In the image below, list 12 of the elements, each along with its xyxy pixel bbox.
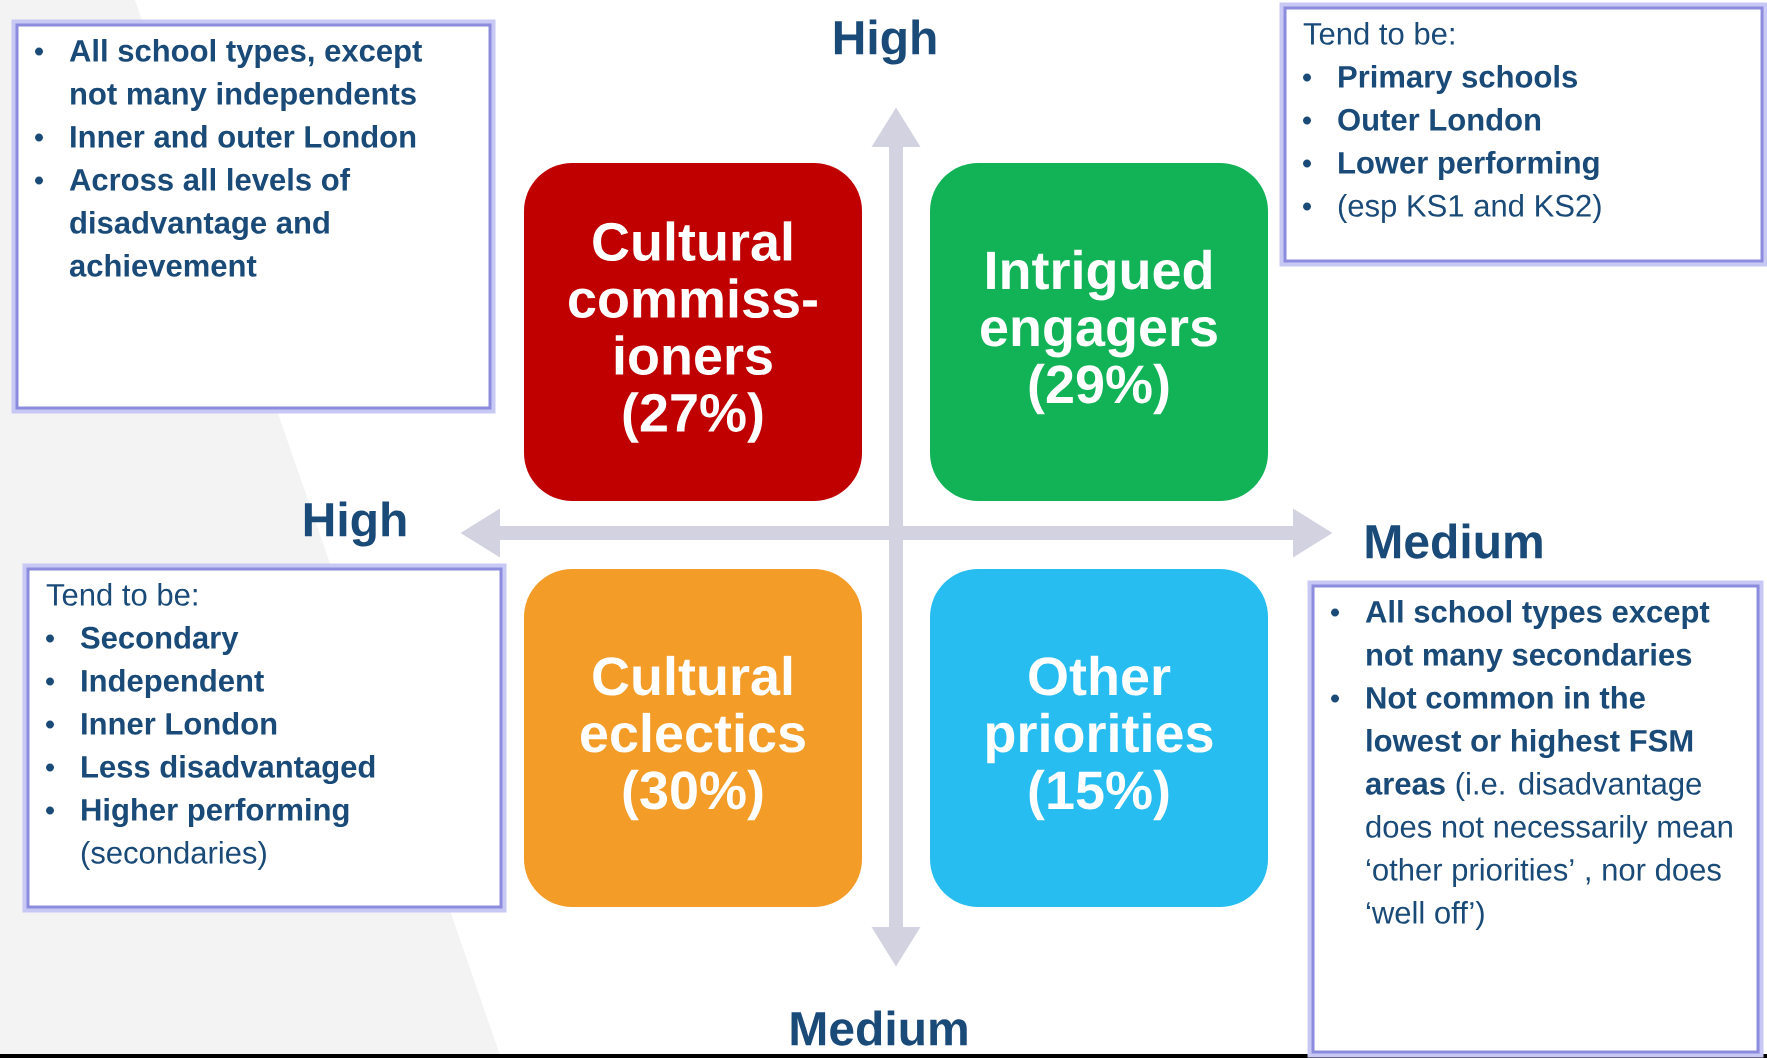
quadrant-box: Intrigued engagers (29%) xyxy=(930,163,1268,501)
quadrant-box: Cultural eclectics (30%) xyxy=(524,569,862,907)
axis-label: High xyxy=(304,501,406,547)
callout-box: Tend to be: Secondary Independent Inner London Less disadvantaged Higher performing (secondaries) xyxy=(22,563,507,913)
quadrant-box: Cultural commiss- ioners (27%) xyxy=(524,163,862,501)
axis-label: High xyxy=(834,19,936,65)
callout-box: All school types, except not many independents Inner and outer London Across all levels of disadvantage and achievement xyxy=(11,19,496,414)
axis-label: Medium xyxy=(1366,523,1542,559)
callout-box: Tend to be: Primary schools Outer London Lower performing (esp KS1 and KS2) xyxy=(1279,2,1767,267)
callout-box: All school types except not many secondaries Not common in the lowest or highest FSM areas (i.e. disadvantage does not necessarily mean ‘other priorities’ , nor does ‘well off’) xyxy=(1307,580,1764,1058)
quadrant-box: Other priorities (15%) xyxy=(930,569,1268,907)
axis-label: Medium xyxy=(791,1010,967,1046)
